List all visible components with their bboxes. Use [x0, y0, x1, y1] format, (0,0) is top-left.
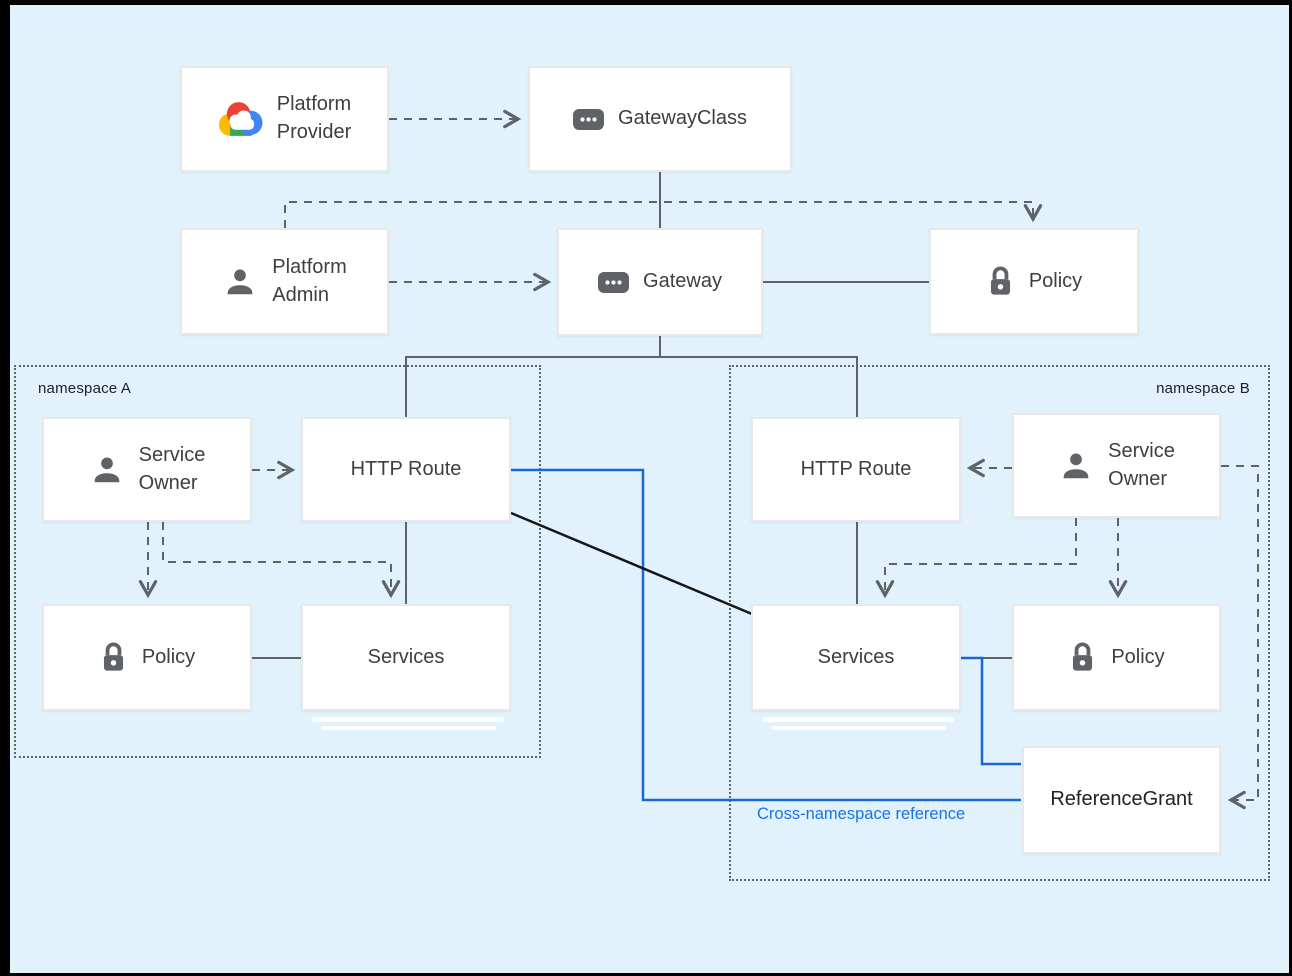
- stacked-services-indicator: [312, 717, 504, 722]
- person-icon: [222, 264, 258, 300]
- node-referencegrant: ReferenceGrant: [1022, 746, 1221, 854]
- node-http-route-a: HTTP Route: [301, 417, 511, 522]
- person-icon: [89, 452, 125, 488]
- node-label: Platform Provider: [276, 93, 352, 143]
- node-gateway: Gateway: [557, 228, 763, 336]
- node-label: HTTP Route: [800, 457, 912, 480]
- namespace-b-group: namespace B: [729, 365, 1270, 881]
- node-http-route-b: HTTP Route: [751, 417, 961, 522]
- edge-services-b-referencegrant: [961, 656, 1021, 766]
- edge-owner-b-referencegrant: [1221, 465, 1259, 810]
- edge-admin-policy: [284, 201, 1043, 228]
- node-policy-gateway: Policy: [929, 228, 1139, 335]
- node-policy-b: Policy: [1012, 604, 1221, 711]
- stacked-services-indicator: [321, 726, 496, 730]
- node-label: Service Owner: [138, 443, 206, 494]
- edge-httproute-a-referencegrant: [511, 468, 1021, 802]
- person-icon: [1058, 448, 1094, 484]
- node-platform-provider: Platform Provider: [180, 66, 389, 172]
- resource-chip-icon: [598, 271, 630, 293]
- stacked-services-indicator: [771, 726, 946, 730]
- node-label: HTTP Route: [350, 457, 462, 480]
- stacked-services-indicator: [762, 717, 954, 722]
- node-label: Policy: [1028, 269, 1083, 292]
- lock-icon: [986, 266, 1015, 297]
- node-label: ReferenceGrant: [1050, 788, 1193, 811]
- node-label: Services: [817, 645, 895, 668]
- node-label: Services: [367, 645, 445, 668]
- node-policy-a: Policy: [42, 604, 252, 711]
- node-service-owner-a: Service Owner: [42, 417, 252, 522]
- lock-icon: [1068, 642, 1097, 673]
- node-gatewayclass: GatewayClass: [528, 66, 792, 172]
- node-service-owner-b: Service Owner: [1012, 413, 1221, 518]
- node-label: Platform Admin: [272, 255, 347, 306]
- edge-gateway-httproutes: [405, 336, 858, 420]
- node-label: Gateway: [643, 270, 722, 293]
- lock-icon: [99, 642, 128, 673]
- namespace-b-label: namespace B: [1156, 380, 1250, 397]
- edge-owner-b-services-b: [875, 518, 1077, 599]
- node-label: GatewayClass: [618, 107, 747, 130]
- node-services-a: Services: [301, 604, 511, 711]
- edge-httproute-a-services-b: [510, 511, 753, 616]
- google-cloud-icon: [218, 101, 263, 137]
- node-label: Policy: [141, 645, 196, 668]
- namespace-a-group: namespace A: [14, 365, 541, 758]
- cross-namespace-reference-label: Cross-namespace reference: [757, 805, 966, 823]
- node-platform-admin: Platform Admin: [180, 228, 389, 335]
- edge-owner-a-services-a: [162, 522, 401, 599]
- node-services-b: Services: [751, 604, 961, 711]
- namespace-a-label: namespace A: [38, 380, 132, 397]
- resource-chip-icon: [573, 108, 605, 130]
- node-label: Policy: [1111, 645, 1165, 668]
- node-label: Service Owner: [1108, 439, 1175, 490]
